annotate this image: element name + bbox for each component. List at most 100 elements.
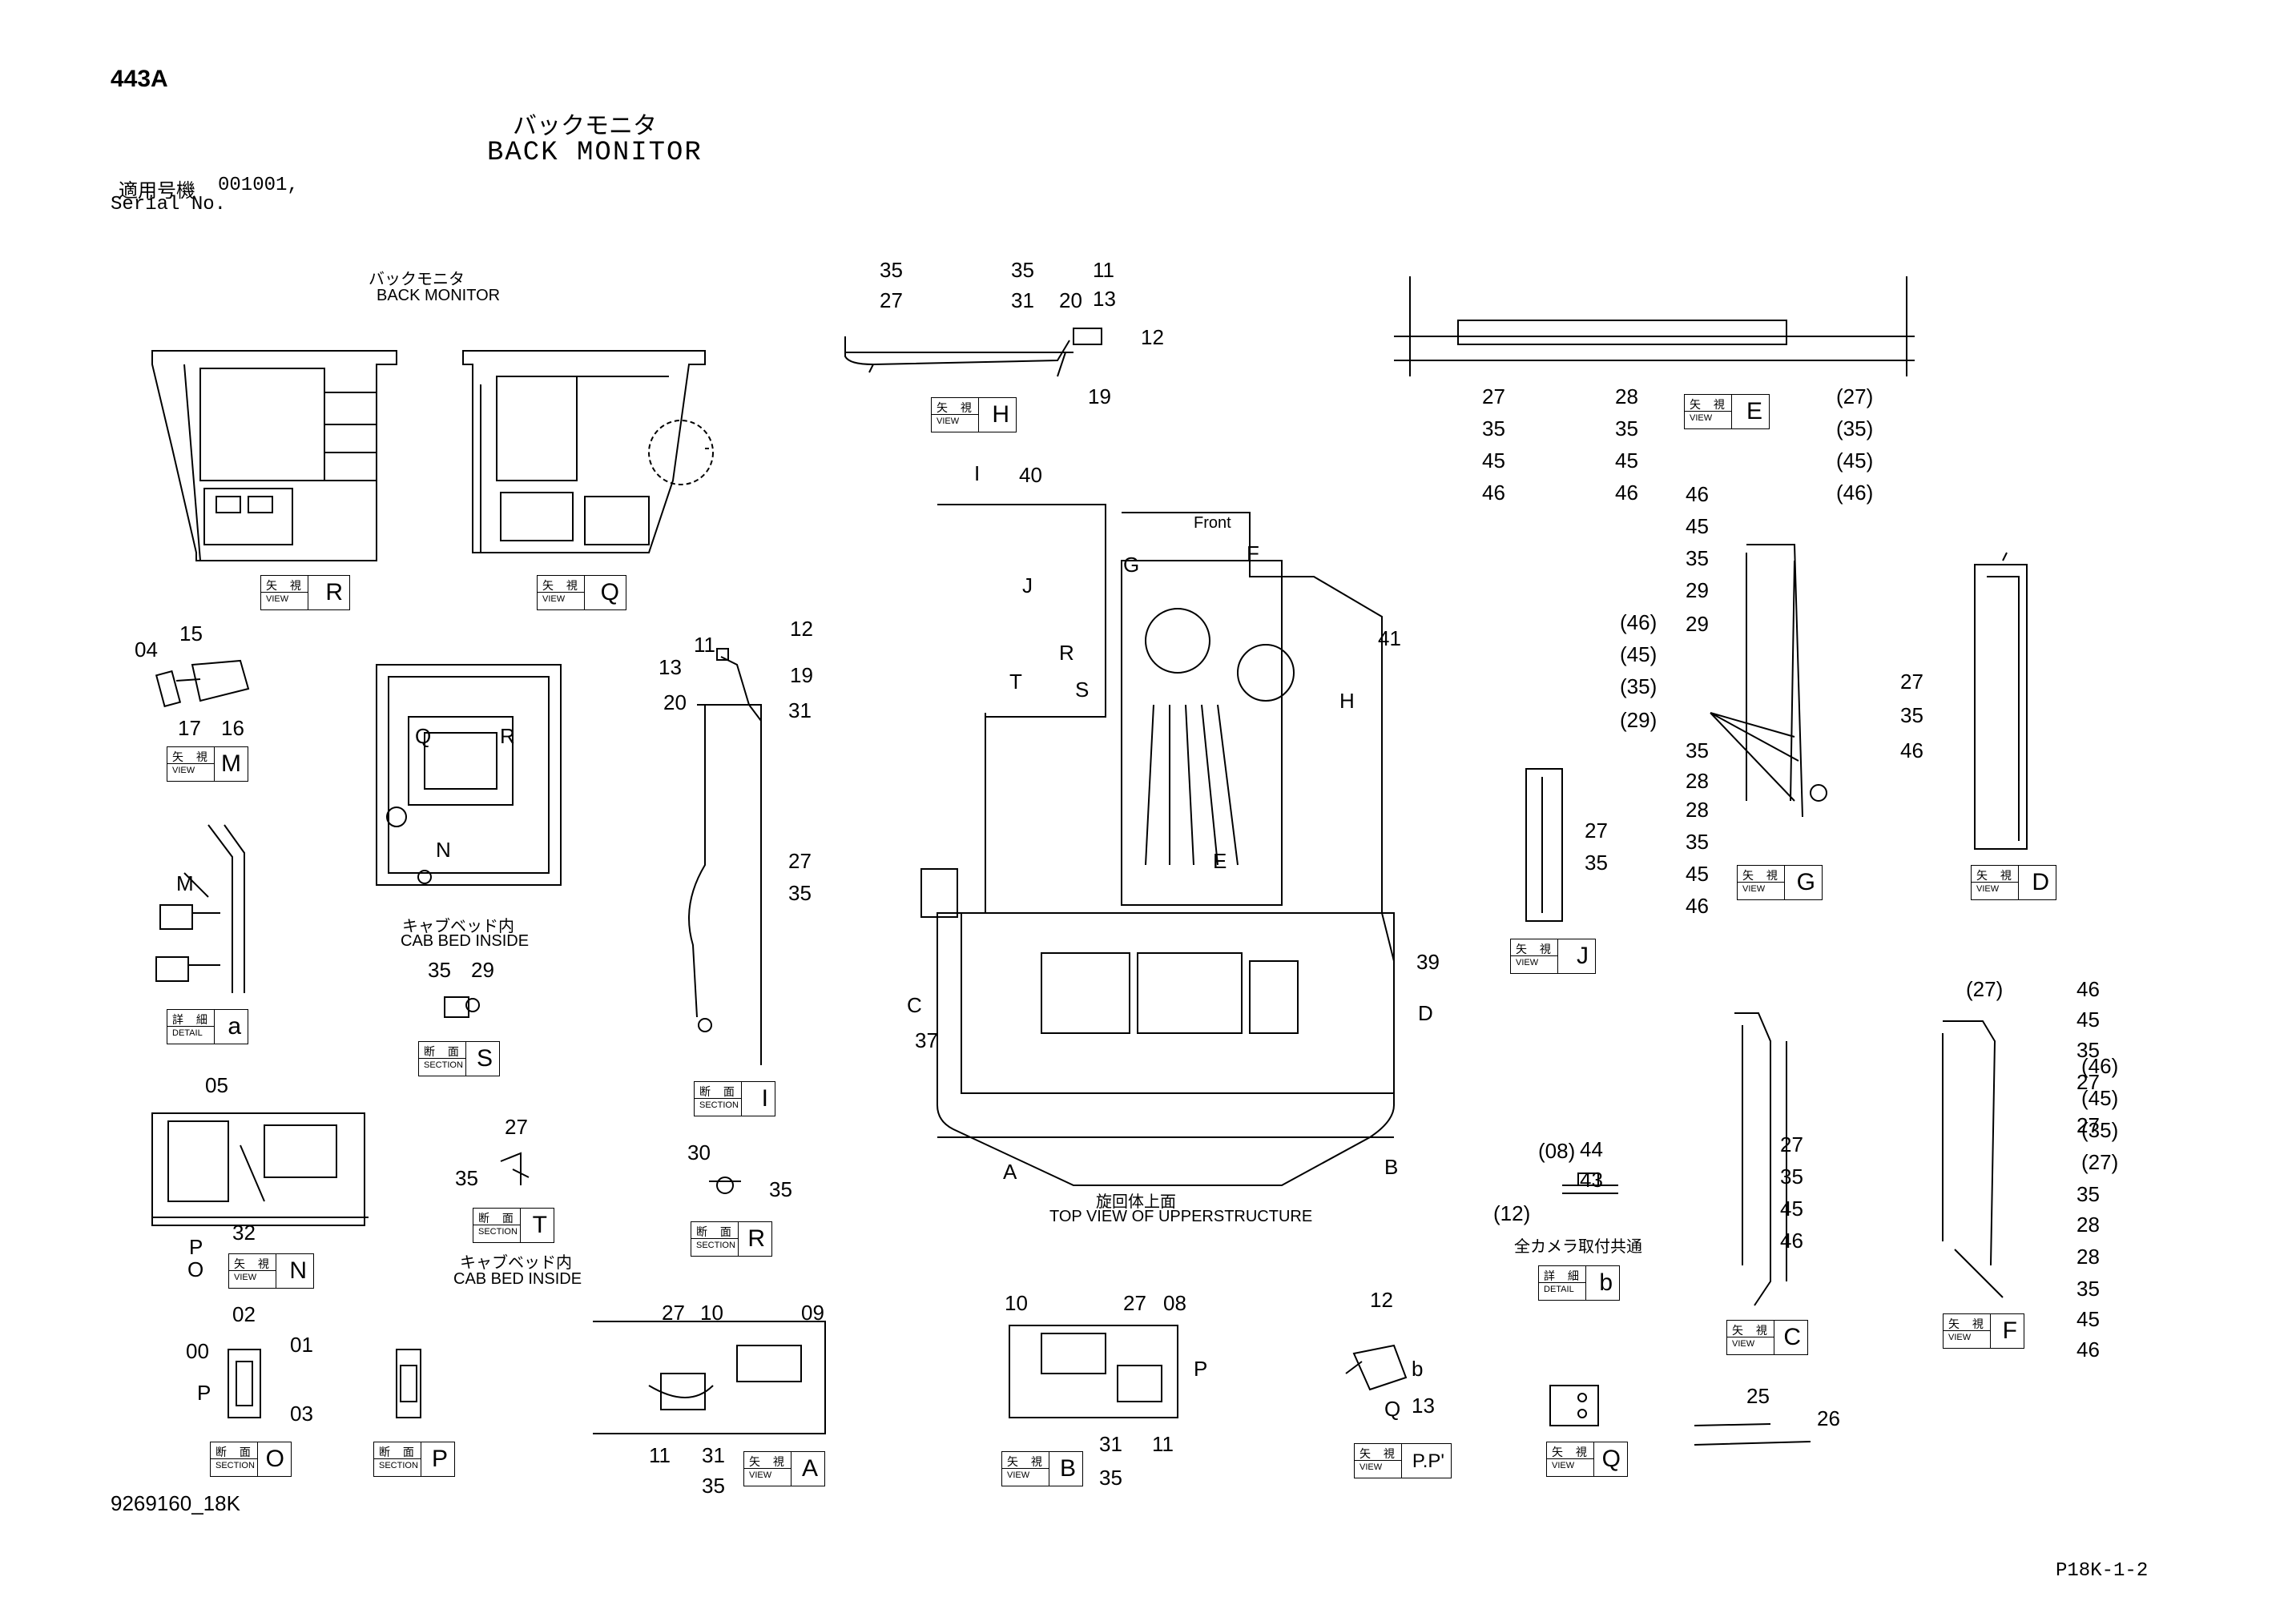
part-label: 35 bbox=[702, 1474, 725, 1498]
part-label: (46) bbox=[1620, 610, 1658, 634]
part-label: 31 bbox=[702, 1443, 725, 1467]
part-label: 35 bbox=[1615, 416, 1638, 440]
part-label: 27 bbox=[2076, 1113, 2100, 1137]
part-label: 46 bbox=[1900, 738, 1923, 762]
drawing-code: 443A bbox=[111, 66, 168, 92]
caption-cab-bed-jp-2: キャブベッド内 bbox=[460, 1254, 572, 1272]
serial-label-en: Serial No. bbox=[111, 194, 227, 215]
part-label: B bbox=[1384, 1155, 1399, 1179]
part-label: 35 bbox=[2076, 1277, 2100, 1301]
part-label: 45 bbox=[1686, 514, 1709, 538]
part-label: 30 bbox=[687, 1140, 711, 1164]
part-label: 45 bbox=[2076, 1307, 2100, 1331]
part-label: 46 bbox=[2076, 1337, 2100, 1362]
view-n-drawing bbox=[151, 1112, 369, 1226]
caption-all-camera-jp: 全カメラ取付共通 bbox=[1514, 1238, 1642, 1256]
caption-cab-bed-en: CAB BED INSIDE bbox=[401, 932, 530, 950]
part-label: 35 bbox=[1686, 738, 1709, 762]
part-label: (46) bbox=[2081, 1054, 2119, 1078]
page-number: P18K-1-2 bbox=[2056, 1560, 2149, 1582]
part-label: 27 bbox=[2076, 1070, 2100, 1094]
part-label: 45 bbox=[1615, 448, 1638, 473]
part-label: H bbox=[1339, 689, 1355, 713]
part-label: R bbox=[1059, 641, 1074, 665]
section-s-drawing bbox=[444, 996, 480, 1018]
part-label: 35 bbox=[788, 881, 812, 905]
part-label: T bbox=[1009, 670, 1022, 694]
part-label: (46) bbox=[1836, 481, 1874, 505]
camera-view-m-drawing bbox=[155, 659, 250, 708]
part-label: M bbox=[176, 871, 194, 895]
part-label: 31 bbox=[1099, 1432, 1122, 1456]
part-label: 01 bbox=[290, 1333, 313, 1357]
part-label: 35 bbox=[1585, 851, 1608, 875]
part-label: 27 bbox=[1900, 670, 1923, 694]
cab-view-r-drawing bbox=[151, 350, 397, 561]
section-p-drawing bbox=[396, 1349, 421, 1418]
part-label: 31 bbox=[1011, 288, 1034, 312]
view-g-drawing bbox=[1710, 544, 1827, 818]
section-i-harness-drawing bbox=[688, 648, 762, 1065]
part-label: 19 bbox=[790, 663, 813, 687]
part-label: 28 bbox=[1686, 769, 1709, 793]
part-label: b bbox=[1412, 1357, 1424, 1381]
part-label: 25 bbox=[1746, 1384, 1770, 1408]
title-japanese: バックモニタ bbox=[513, 113, 657, 139]
part-label: 35 bbox=[1686, 546, 1709, 570]
view-d-drawing bbox=[1974, 552, 2028, 850]
part-label: (27) bbox=[2081, 1150, 2119, 1174]
part-label: N bbox=[436, 838, 451, 862]
view-j-drawing bbox=[1525, 768, 1563, 922]
part-label: 35 bbox=[1686, 830, 1709, 854]
caption-top-view-jp: 旋回体上面 bbox=[1096, 1193, 1176, 1211]
part-label: 13 bbox=[659, 655, 682, 679]
part-label: 29 bbox=[1686, 578, 1709, 602]
view-c-drawing bbox=[1734, 1012, 1787, 1306]
part-label: P bbox=[197, 1381, 211, 1405]
part-label: 19 bbox=[1088, 384, 1111, 408]
part-label: 35 bbox=[1780, 1164, 1803, 1189]
part-label: (45) bbox=[2081, 1086, 2119, 1110]
part-label: 05 bbox=[205, 1073, 228, 1097]
part-label: 35 bbox=[769, 1177, 792, 1201]
part-label: D bbox=[1418, 1001, 1433, 1025]
section-t-drawing bbox=[500, 1152, 530, 1185]
part-label: Q bbox=[1384, 1397, 1401, 1421]
part-label: 13 bbox=[1093, 287, 1116, 311]
caption-back-monitor-jp: バックモニタ bbox=[369, 271, 465, 288]
view-q-camera-drawing bbox=[1549, 1385, 1599, 1426]
part-label: 27 bbox=[788, 849, 812, 873]
part-label: 03 bbox=[290, 1402, 313, 1426]
caption-top-view-en: TOP VIEW OF UPPERSTRUCTURE bbox=[1049, 1208, 1313, 1225]
part-label: 46 bbox=[1686, 482, 1709, 506]
part-label: 44 bbox=[1580, 1137, 1603, 1161]
part-label: 12 bbox=[1370, 1288, 1393, 1312]
part-label: 20 bbox=[1059, 288, 1082, 312]
part-label: 29 bbox=[471, 958, 494, 982]
part-label: 09 bbox=[801, 1301, 824, 1325]
caption-cab-bed-en-2: CAB BED INSIDE bbox=[453, 1270, 582, 1288]
part-label: 28 bbox=[2076, 1245, 2100, 1269]
part-label: 12 bbox=[790, 617, 813, 641]
part-label: 35 bbox=[1011, 258, 1034, 282]
part-label: 04 bbox=[135, 638, 158, 662]
serial-value: 001001, bbox=[218, 175, 299, 196]
part-label: (35) bbox=[1620, 674, 1658, 698]
part-label: 08 bbox=[1163, 1291, 1186, 1315]
part-label: 27 bbox=[1482, 384, 1505, 408]
